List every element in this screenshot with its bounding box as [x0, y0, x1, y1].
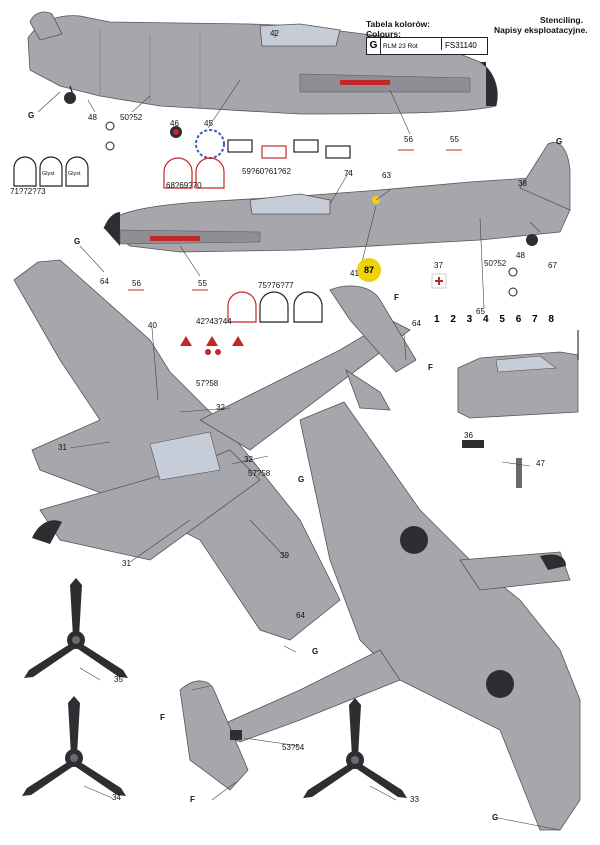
label-38: 38	[518, 179, 527, 188]
label-55: 55	[450, 135, 459, 144]
colour-fs-code: FS31140	[441, 38, 477, 50]
label-32: 32	[216, 403, 225, 412]
colour-name: RLM 23 Rot	[383, 43, 418, 50]
stencil-title-en: Stenciling.	[540, 15, 583, 25]
label-37: 37	[434, 261, 443, 270]
label-39: 39	[280, 551, 289, 560]
glyst-label: Glyst	[68, 171, 81, 177]
label-67: 67	[548, 261, 557, 270]
red-location-marks	[128, 149, 462, 291]
label-56: 56	[132, 279, 141, 288]
colours-title-pl: Tabela kolorów:	[366, 19, 431, 29]
label-48: 48	[516, 251, 525, 260]
label-32: 32	[244, 455, 253, 464]
leader-lines	[37, 30, 561, 831]
glyst-label: Glyst	[42, 171, 55, 177]
propeller-33	[303, 698, 407, 798]
label-35: 35	[114, 675, 123, 684]
label-f: F	[394, 293, 399, 302]
label-42: 42	[270, 29, 279, 38]
label-40: 40	[148, 321, 157, 330]
colour-legend: G RLM 23 Rot FS31140	[366, 37, 488, 55]
label-71-73: 71?72?73	[10, 187, 46, 196]
label-55: 55	[198, 279, 207, 288]
label-50-52: 50?52	[120, 113, 143, 122]
label-63: 63	[382, 171, 391, 180]
side-view-detail	[457, 330, 579, 448]
label-74: 74	[344, 169, 353, 178]
label-g: G	[312, 647, 319, 656]
label-33: 33	[410, 795, 419, 804]
colour-code: G	[367, 38, 381, 54]
bottom-view	[179, 401, 581, 831]
label-57-58: 57?58	[196, 379, 219, 388]
label-42-44: 42?43?44	[196, 317, 232, 326]
label-31: 31	[122, 559, 131, 568]
label-64: 64	[100, 277, 109, 286]
label-g: G	[492, 813, 499, 822]
side-view-right	[103, 142, 571, 253]
label-53-54: 53?54	[282, 743, 305, 752]
label-65: 65	[476, 307, 485, 316]
label-g: G	[28, 111, 35, 120]
label-75-77: 75?76?77	[258, 281, 294, 290]
label-34: 34	[112, 793, 121, 802]
propeller-34	[22, 696, 126, 796]
label-31: 31	[58, 443, 67, 452]
stencil-markings	[13, 121, 522, 488]
label-36: 36	[464, 431, 473, 440]
label-45: 45	[204, 119, 213, 128]
colours-title-en: Colours:	[366, 29, 401, 39]
label-f: F	[160, 713, 165, 722]
label-56: 56	[404, 135, 413, 144]
label-f: F	[428, 363, 433, 372]
label-64: 64	[412, 319, 421, 328]
top-view	[13, 259, 417, 641]
label-48: 48	[88, 113, 97, 122]
label-68-70: 68?69?70	[166, 181, 202, 190]
label-59-62: 59?60?61?62	[242, 167, 291, 176]
stencil-digits: 1 2 3 4 5 6 7 8	[434, 314, 558, 325]
label-g: G	[74, 237, 81, 246]
label-87-badge: 87	[357, 258, 381, 282]
label-64: 64	[296, 611, 305, 620]
stencil-title-pl: Napisy eksploatacyjne.	[494, 25, 588, 35]
label-57-58: 57?58	[248, 469, 271, 478]
label-50-52: 50?52	[484, 259, 507, 268]
label-f: F	[190, 795, 195, 804]
label-47: 47	[536, 459, 545, 468]
label-46: 46	[170, 119, 179, 128]
propeller-35	[24, 578, 128, 678]
label-g: G	[556, 137, 563, 146]
label-41: 41	[350, 269, 359, 278]
label-g: G	[298, 475, 305, 484]
